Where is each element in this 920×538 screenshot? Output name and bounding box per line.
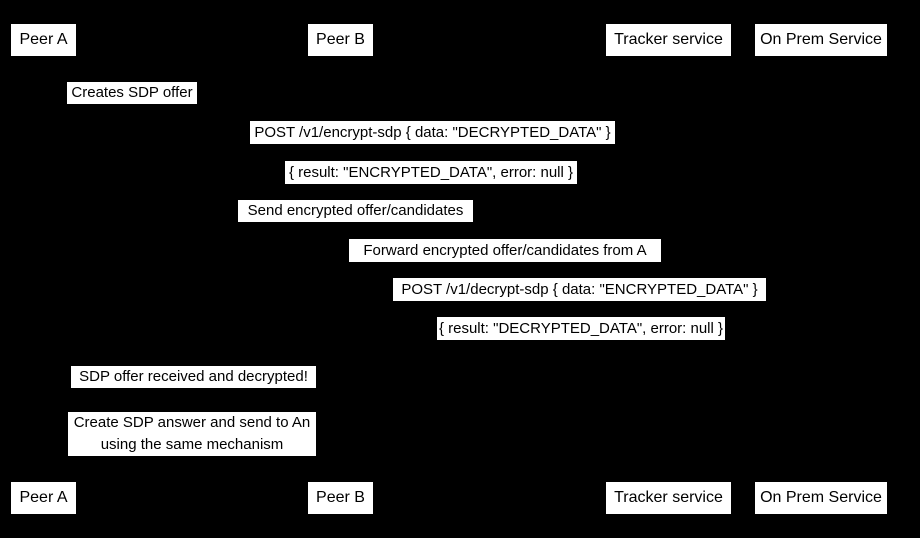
lifeline-on-prem [820, 57, 822, 481]
message-text: SDP offer received and decrypted! [79, 368, 308, 385]
message-text: Send encrypted offer/candidates [247, 202, 464, 219]
participant-label: Peer A [19, 489, 68, 506]
participant-tracker-bottom[interactable]: Tracker service [605, 481, 732, 515]
message-label-send-encrypted-offer: Send encrypted offer/candidates [238, 200, 473, 222]
arrow-m7 [340, 340, 820, 341]
message-label-encrypt-sdp-result: { result: "ENCRYPTED_DATA", error: null … [285, 161, 577, 184]
message-text: { result: "DECRYPTED_DATA", error: null … [438, 320, 724, 337]
arrow-m3 [43, 184, 820, 185]
lifeline-peer-b [339, 57, 342, 481]
message-text: Forward encrypted offer/candidates from … [363, 242, 647, 259]
message-label-decrypt-sdp-result: { result: "DECRYPTED_DATA", error: null … [437, 317, 725, 340]
arrow-m2 [43, 144, 820, 145]
note-create-sdp-answer: Create SDP answer and send to An using t… [68, 412, 316, 456]
message-text: Creates SDP offer [71, 84, 193, 101]
participant-label: Peer A [19, 31, 68, 48]
message-text: { result: "ENCRYPTED_DATA", error: null … [288, 164, 574, 181]
participant-peer-b-bottom[interactable]: Peer B [307, 481, 374, 515]
participant-label: On Prem Service [760, 31, 882, 48]
participant-label: Peer B [316, 31, 365, 48]
participant-on-prem-top[interactable]: On Prem Service [754, 23, 888, 57]
participant-label: Tracker service [614, 31, 723, 48]
arrow-m4 [43, 222, 668, 223]
lifeline-tracker [667, 57, 670, 481]
message-text: POST /v1/encrypt-sdp { data: "DECRYPTED_… [254, 124, 611, 141]
message-label-post-decrypt-sdp: POST /v1/decrypt-sdp { data: "ENCRYPTED_… [393, 278, 766, 301]
message-text: POST /v1/decrypt-sdp { data: "ENCRYPTED_… [401, 281, 758, 298]
participant-on-prem-bottom[interactable]: On Prem Service [754, 481, 888, 515]
note-line-1: Create SDP answer and send to An [73, 414, 311, 431]
lifeline-peer-a [42, 57, 45, 481]
participant-peer-b-top[interactable]: Peer B [307, 23, 374, 57]
participant-label: Peer B [316, 489, 365, 506]
note-line-2: using the same mechanism [100, 436, 284, 453]
message-label-forward-encrypted-offer: Forward encrypted offer/candidates from … [349, 239, 661, 262]
arrow-m5 [340, 262, 668, 263]
participant-label: On Prem Service [760, 489, 882, 506]
message-label-post-encrypt-sdp: POST /v1/encrypt-sdp { data: "DECRYPTED_… [250, 121, 615, 144]
message-label-sdp-offer-received: SDP offer received and decrypted! [71, 366, 316, 388]
arrow-m6 [340, 301, 820, 302]
participant-tracker-top[interactable]: Tracker service [605, 23, 732, 57]
participant-peer-a-bottom[interactable]: Peer A [10, 481, 77, 515]
participant-peer-a-top[interactable]: Peer A [10, 23, 77, 57]
message-label-creates-sdp-offer: Creates SDP offer [67, 82, 197, 104]
participant-label: Tracker service [614, 489, 723, 506]
